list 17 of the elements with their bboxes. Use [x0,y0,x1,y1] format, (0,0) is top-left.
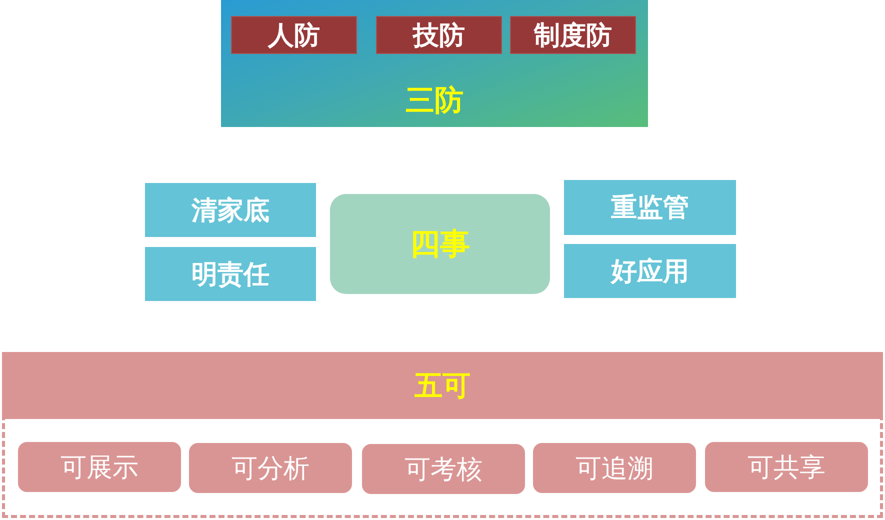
item-tile: 清家底 [145,183,316,237]
panel-title: 三防 [404,82,464,119]
header-band: 五可 [2,352,883,419]
rounded-tile: 可展示 [18,442,181,492]
center-box: 四事 [330,194,550,294]
rounded-tile: 可追溯 [533,443,696,493]
item-tile: 明责任 [145,247,316,301]
label-tile: 技防 [376,16,502,54]
rounded-tile: 可分析 [189,443,352,493]
item-tile: 重监管 [564,180,736,235]
rounded-tile: 可共享 [705,442,868,492]
item-tile: 好应用 [564,244,736,298]
gradient-panel [221,0,648,127]
rounded-tile: 可考核 [362,444,525,494]
label-tile: 制度防 [510,16,636,54]
label-tile: 人防 [231,16,357,54]
dashed-container [2,352,883,518]
